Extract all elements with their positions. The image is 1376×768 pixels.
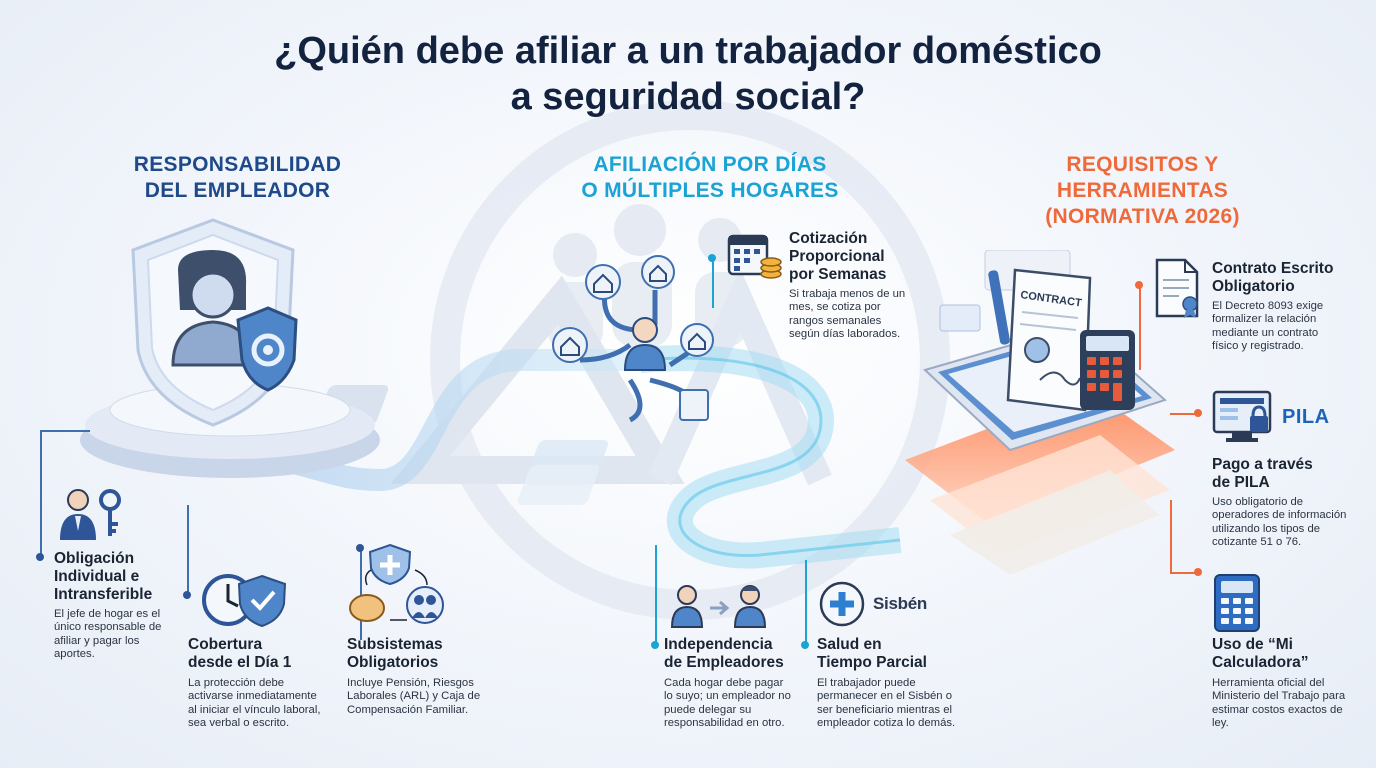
subsystems-cycle-icon	[349, 543, 444, 624]
connector-line	[805, 560, 807, 645]
section-reqs-header: REQUISITOS Y HERRAMIENTAS (NORMATIVA 202…	[1010, 152, 1275, 230]
connector-line	[40, 430, 42, 557]
item-pila: Pago a través de PILA Uso obligatorio de…	[1212, 456, 1352, 550]
connector-line	[1139, 285, 1141, 370]
connector-dot	[36, 553, 44, 561]
section-days-line-2: O MÚLTIPLES HOGARES	[581, 179, 839, 202]
item-subsistemas-title-1: Subsistemas	[347, 636, 443, 653]
connector-dot	[1194, 409, 1202, 417]
connector-line	[360, 545, 362, 640]
item-salud-text: El trabajador puede permanecer en el Sis…	[817, 677, 956, 730]
page-title: ¿Quién debe afiliar a un trabajador domé…	[0, 28, 1376, 120]
section-reqs-line-2: HERRAMIENTAS	[1056, 179, 1229, 202]
connector-dot	[1194, 568, 1202, 576]
item-cotizacion-title-1: Cotización	[789, 230, 868, 247]
item-cobertura-title-1: Cobertura	[188, 636, 263, 653]
pila-monitor-icon	[1212, 390, 1272, 442]
item-cobertura-text: La protección debe activarse inmediatame…	[188, 677, 321, 730]
item-calculadora-text: Herramienta oficial del Ministerio del T…	[1212, 677, 1346, 730]
contract-document-icon	[1155, 258, 1199, 318]
item-cobertura: Cobertura desde el Día 1 La protección d…	[188, 636, 328, 731]
connector-line	[1170, 500, 1172, 572]
connector-dot	[651, 641, 659, 649]
connector-line	[1170, 572, 1198, 574]
item-calculadora-title-2: Calculadora”	[1212, 654, 1309, 671]
item-obligacion-title-1: Obligación	[54, 550, 135, 567]
item-cotizacion-title-3: por Semanas	[789, 266, 887, 283]
item-subsistemas: Subsistemas Obligatorios Incluye Pensión…	[347, 636, 487, 717]
connector-dot	[708, 254, 716, 262]
connector-line	[1170, 413, 1198, 415]
health-cross-icon	[819, 581, 865, 627]
item-independencia: Independencia de Empleadores Cada hogar …	[664, 636, 794, 731]
item-obligacion-title-2: Individual e	[54, 568, 140, 585]
item-salud-title-1: Salud en	[817, 636, 882, 653]
item-obligacion: Obligación Individual e Intransferible E…	[54, 550, 179, 662]
sisben-logo: Sisbén	[873, 594, 927, 613]
item-contrato-title-2: Obligatorio	[1212, 278, 1295, 295]
person-icon	[623, 317, 667, 371]
item-contrato: Contrato Escrito Obligatorio El Decreto …	[1212, 260, 1347, 354]
section-days-header: AFILIACIÓN POR DÍAS O MÚLTIPLES HOGARES	[545, 152, 875, 204]
item-independencia-title-1: Independencia	[664, 636, 773, 653]
item-subsistemas-text: Incluye Pensión, Riesgos Laborales (ARL)…	[347, 677, 481, 716]
house-icon	[641, 255, 675, 289]
item-contrato-text: El Decreto 8093 exige formalizer la rela…	[1212, 300, 1324, 353]
shield-worker-icon	[131, 218, 298, 427]
item-cotizacion-text: Si trabaja menos de un mes, se cotiza po…	[789, 288, 906, 341]
item-cotizacion-title-2: Proporcional	[789, 248, 885, 265]
section-employer-header: RESPONSABILIDAD DEL EMPLEADOR	[105, 152, 370, 204]
house-icon	[680, 323, 714, 357]
title-line-2: a seguridad social?	[510, 76, 866, 118]
item-obligacion-text: El jefe de hogar es el único responsable…	[54, 608, 162, 661]
item-independencia-title-2: de Empleadores	[664, 654, 784, 671]
employers-transfer-icon	[670, 585, 767, 628]
connector-dot	[801, 641, 809, 649]
connector-line	[655, 545, 657, 645]
connector-line	[187, 505, 189, 595]
section-days-line-1: AFILIACIÓN POR DÍAS	[593, 153, 827, 176]
connector-dot	[183, 591, 191, 599]
item-calculadora-title-1: Uso de “Mi	[1212, 636, 1293, 653]
connector-line	[40, 430, 90, 432]
item-pila-title-1: Pago a través	[1212, 456, 1313, 473]
item-pila-title-2: de PILA	[1212, 474, 1270, 491]
contract-tablet-illustration: CONTRACT	[923, 250, 1167, 452]
clock-shield-icon	[202, 574, 287, 628]
item-pila-text: Uso obligatorio de operadores de informa…	[1212, 496, 1347, 549]
house-icon	[552, 327, 588, 363]
connector-dot	[356, 544, 364, 552]
item-calculadora: Uso de “Mi Calculadora” Herramienta ofic…	[1212, 636, 1347, 731]
item-subsistemas-title-2: Obligatorios	[347, 654, 439, 671]
employer-key-icon	[60, 489, 121, 540]
house-icon	[585, 264, 621, 300]
calendar-coins-icon	[727, 234, 782, 279]
section-employer-line-2: DEL EMPLEADOR	[144, 179, 331, 202]
item-contrato-title-1: Contrato Escrito	[1212, 260, 1334, 277]
pila-logo: PILA	[1282, 406, 1330, 428]
item-cobertura-title-2: desde el Día 1	[188, 654, 292, 671]
calculator-icon	[1214, 574, 1260, 632]
item-obligacion-title-3: Intransferible	[54, 586, 153, 603]
item-independencia-text: Cada hogar debe pagar lo suyo; un emplea…	[664, 677, 791, 730]
households-network-illustration	[552, 255, 714, 423]
section-employer-line-1: RESPONSABILIDAD	[133, 153, 342, 176]
section-reqs-line-3: (NORMATIVA 2026)	[1045, 205, 1240, 228]
item-salud-title-2: Tiempo Parcial	[817, 654, 927, 671]
section-reqs-line-1: REQUISITOS Y	[1066, 153, 1219, 176]
title-line-1: ¿Quién debe afiliar a un trabajador domé…	[274, 30, 1102, 72]
item-salud: Salud en Tiempo Parcial El trabajador pu…	[817, 636, 967, 731]
connector-dot	[1135, 281, 1143, 289]
connector-line	[712, 258, 714, 308]
item-cotizacion: Cotización Proporcional por Semanas Si t…	[789, 230, 914, 342]
